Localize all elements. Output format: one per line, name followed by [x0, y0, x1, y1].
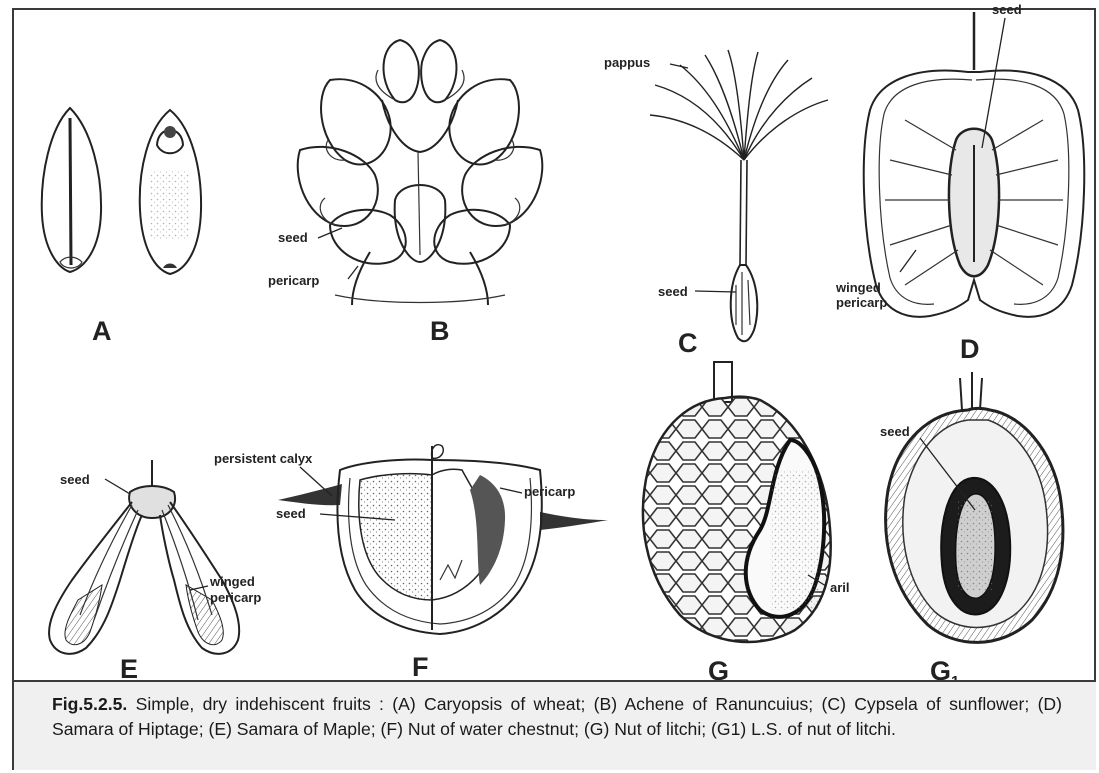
maple-samara-illustration — [49, 460, 239, 654]
leader-e-winged — [190, 586, 208, 590]
wheat-grain-ventral — [42, 108, 101, 272]
leader-f-pericarp — [500, 488, 522, 493]
leader-d-seed — [982, 18, 1005, 148]
label-d-winged-1: winged — [835, 280, 881, 295]
label-g1-seed: seed — [880, 424, 910, 439]
panel-label-e: E — [120, 654, 138, 680]
label-c-seed: seed — [658, 284, 688, 299]
wheat-grain-dorsal — [140, 110, 201, 274]
label-f-persistent-calyx: persistent calyx — [214, 451, 313, 466]
litchi-ls-illustration — [886, 372, 1063, 642]
fruit-illustrations: A seed pericarp B — [0, 0, 1099, 680]
label-d-winged-2: pericarp — [836, 295, 887, 310]
ranunculus-achene-cluster-illustration — [298, 40, 543, 305]
hiptage-samara-illustration — [864, 12, 1085, 317]
caption-label: Fig.5.2.5. — [52, 694, 127, 714]
label-b-pericarp: pericarp — [268, 273, 319, 288]
leader-e-seed — [105, 479, 130, 494]
figure-caption: Fig.5.2.5. Simple, dry indehiscent fruit… — [52, 692, 1062, 741]
panel-label-g1: G1 — [930, 656, 959, 680]
label-f-pericarp: pericarp — [524, 484, 575, 499]
panel-label-c: C — [678, 328, 698, 358]
label-g-aril: aril — [830, 580, 850, 595]
water-chestnut-illustration — [278, 445, 608, 634]
label-f-seed: seed — [276, 506, 306, 521]
panel-label-g1-letter: G — [930, 656, 951, 680]
label-e-winged-1: winged — [209, 574, 255, 589]
panel-label-g: G — [708, 656, 729, 680]
wheat-grain-illustration — [42, 108, 201, 274]
panel-label-a: A — [92, 316, 112, 346]
litchi-nut-illustration — [643, 362, 831, 642]
label-d-seed: seed — [992, 2, 1022, 17]
panel-label-f: F — [412, 652, 429, 680]
label-e-winged-2: pericarp — [210, 590, 261, 605]
panel-label-g1-subscript: 1 — [951, 673, 959, 680]
leader-c-seed — [695, 291, 736, 292]
leader-d-winged — [900, 250, 916, 272]
label-b-seed: seed — [278, 230, 308, 245]
leader-b-pericarp — [348, 266, 358, 279]
panel-label-b: B — [430, 316, 450, 346]
panel-label-d: D — [960, 334, 980, 364]
caption-text: Simple, dry indehiscent fruits : (A) Car… — [52, 694, 1062, 739]
label-c-pappus: pappus — [604, 55, 650, 70]
pappus-bristles — [650, 50, 828, 160]
leader-c-pappus — [670, 64, 688, 68]
label-e-seed: seed — [60, 472, 90, 487]
